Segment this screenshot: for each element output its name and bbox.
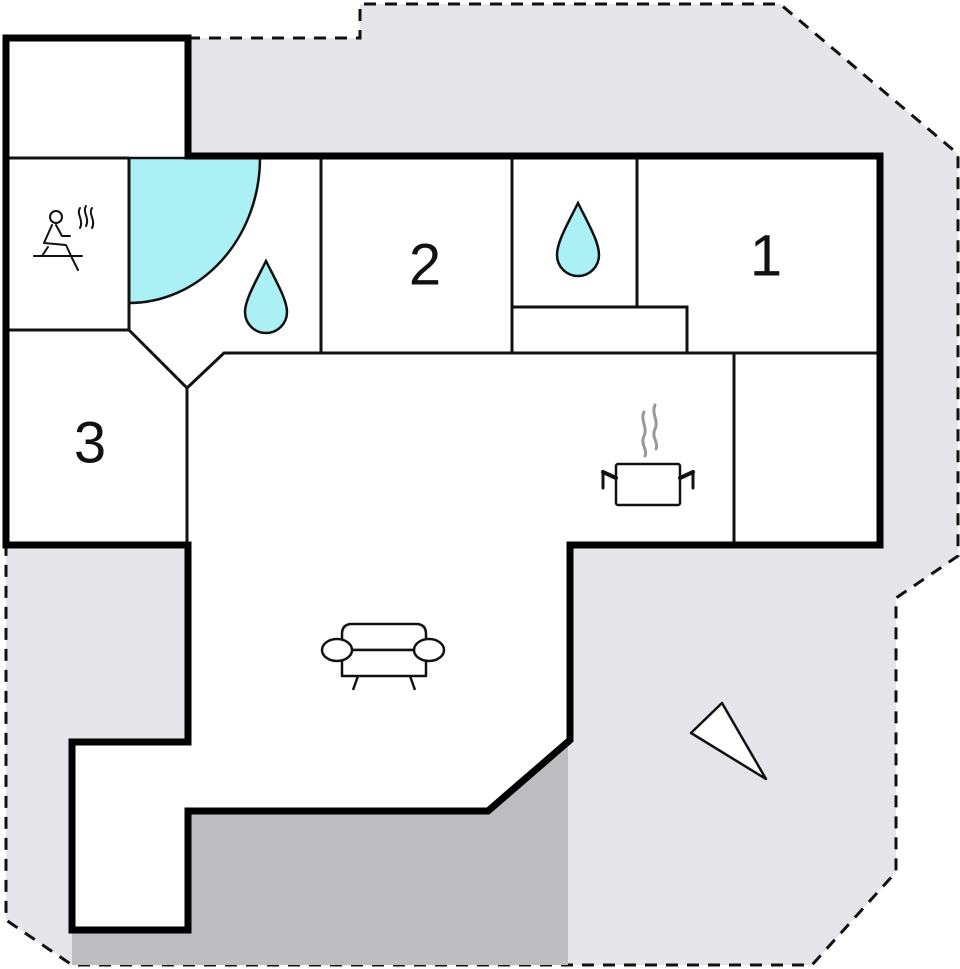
armchair-icon	[320, 622, 446, 691]
shower-area	[127, 156, 262, 305]
covered-terrace	[72, 740, 568, 965]
sauna-icon	[33, 205, 95, 271]
room-label-2: 2	[409, 233, 441, 298]
exterior-walls	[2, 34, 884, 934]
cooking-pot-icon	[601, 403, 695, 507]
north-arrow-icon	[689, 701, 768, 781]
water-drop-icon	[555, 200, 601, 278]
house-interior	[6, 38, 880, 930]
room-label-3: 3	[74, 411, 106, 476]
water-drop-icon	[243, 258, 289, 335]
room-label-1: 1	[750, 224, 782, 289]
interior-walls	[6, 156, 880, 545]
